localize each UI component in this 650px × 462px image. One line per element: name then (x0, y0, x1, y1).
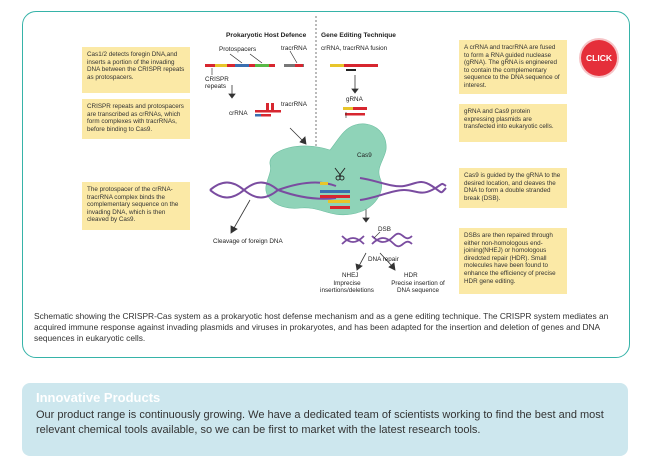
label-nhej: NHEJ (342, 272, 359, 279)
label-tracrrna-mid: tracrRNA (281, 101, 307, 108)
innovative-products-banner: Innovative Products Our product range is… (22, 383, 628, 456)
note-grna-engineering: A crRNA and tracrRNA are fused to form a… (459, 40, 567, 94)
note-crispr-transcription: CRISPR repeats and protospacers are tran… (82, 99, 190, 139)
target-strand (320, 182, 350, 209)
cas9-protein (265, 123, 387, 216)
note-transfection: gRNA and Cas9 protein expressing plasmid… (459, 104, 567, 142)
note-cas12: Cas1/2 detects foregin DNA,and inserts a… (82, 47, 190, 93)
label-hdr-desc: Precise insertion of DNA sequence (391, 280, 445, 295)
label-dna-repair: DNA repair (368, 256, 399, 263)
label-protospacers: Protospacers (219, 46, 257, 53)
dsb-pointer (373, 231, 381, 239)
label-tracrrna-top: tracrRNA (281, 45, 307, 52)
scissors-icon (334, 167, 346, 181)
dna-helix (209, 177, 447, 201)
click-button[interactable]: CLICK (581, 40, 617, 76)
fusion-strand (330, 64, 378, 71)
dsb-helix (341, 232, 413, 248)
banner-title: Innovative Products (36, 390, 161, 405)
label-dsb: DSB (378, 226, 391, 233)
note-dsb-repair: DSBs are then repaired through either no… (459, 228, 567, 294)
crispr-array (205, 50, 304, 75)
note-protospacer-binding: The protospacer of the crRNA-tracrRNA co… (82, 182, 190, 230)
label-crrna: crRNA (229, 110, 248, 117)
note-cas9-cleavage: Cas9 is guided by the gRNA to the desire… (459, 168, 567, 208)
label-nhej-desc: Imprecise insertions/deletions (320, 280, 374, 295)
label-cas9: Cas9 (357, 152, 372, 159)
label-crispr-repeats: CRISPR repeats (205, 76, 229, 91)
crrna-tracrrna-complex (255, 103, 281, 117)
heading-prokaryotic: Prokaryotic Host Defence (226, 32, 307, 39)
figure-caption: Schematic showing the CRISPR-Cas system … (34, 311, 609, 343)
label-fusion: crRNA, tracrRNA fusion (321, 45, 388, 52)
label-grna: gRNA (346, 96, 363, 103)
heading-gene-editing: Gene Editing Technique (321, 32, 396, 39)
label-hdr: HDR (404, 272, 418, 279)
grna-molecule (343, 107, 367, 118)
label-cleavage: Cleavage of foreign DNA (213, 238, 283, 245)
banner-text: Our product range is continuously growin… (36, 409, 604, 436)
